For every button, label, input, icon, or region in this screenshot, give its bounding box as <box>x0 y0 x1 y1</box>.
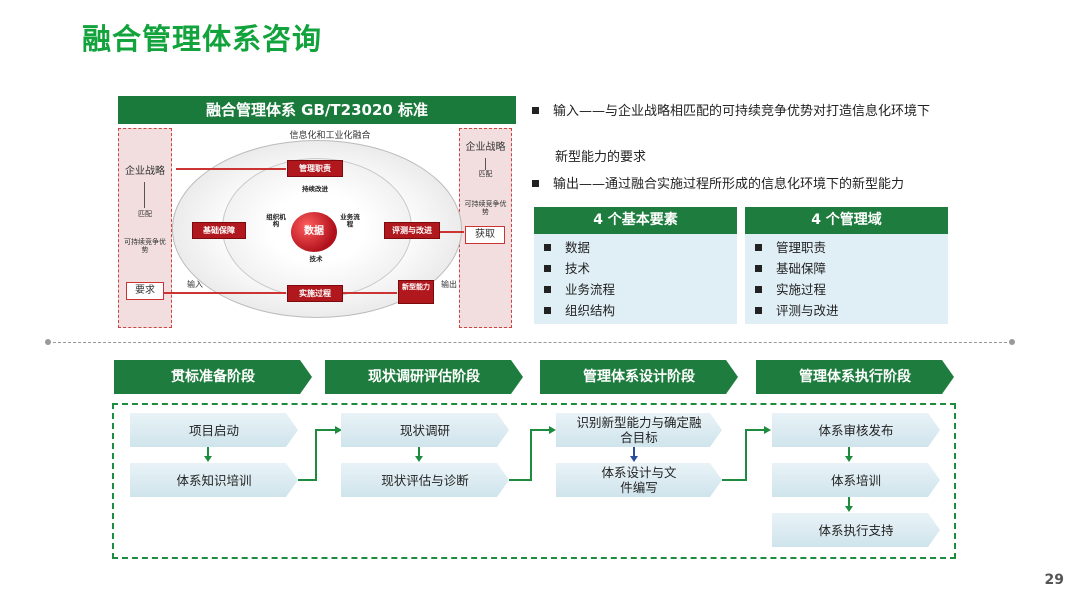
diagram-header: 融合管理体系 GB/T23020 标准 <box>118 96 516 124</box>
step-survey: 现状调研 <box>341 413 509 447</box>
connector <box>418 447 420 456</box>
bullet-1-cont: 新型能力的要求 <box>555 150 647 165</box>
step-identify-capability: 识别新型能力与确定融合目标 <box>556 413 722 447</box>
node-management: 管理职责 <box>287 160 343 177</box>
stage-1-header: 贯标准备阶段 <box>114 360 312 394</box>
connector <box>298 479 316 481</box>
node-new: 新型能力 <box>398 280 434 304</box>
left-panel-low: 可持续竞争优势 <box>124 238 166 255</box>
divider-dot-right <box>1009 339 1015 345</box>
right-panel-box: 获取 <box>465 226 505 244</box>
label-tech: 技术 <box>309 255 323 263</box>
arrow-input <box>164 292 286 294</box>
left-panel-box: 要求 <box>126 282 164 300</box>
bullet-square <box>532 180 539 187</box>
left-panel-top: 企业战略 <box>125 166 165 177</box>
left-panel-mid: 匹配 <box>138 210 152 218</box>
connector <box>745 429 747 481</box>
bullet-2: 输出——通过融合实施过程所形成的信息化环境下的新型能力 <box>532 173 904 192</box>
list-item: 实施过程 <box>755 279 826 298</box>
divider-dot-left <box>45 339 51 345</box>
connector <box>745 429 765 431</box>
connector <box>633 447 635 456</box>
connector <box>848 497 850 506</box>
label-continuous: 持续改进 <box>302 185 328 193</box>
connector <box>509 479 531 481</box>
label-org: 组织机构 <box>266 213 286 229</box>
connector <box>315 429 337 431</box>
right-panel-top: 企业战略 <box>465 142 506 153</box>
output-label: 输出 <box>441 280 457 289</box>
node-basic: 基础保障 <box>192 222 246 239</box>
arrow-down <box>845 456 853 462</box>
step-execution-support: 体系执行支持 <box>772 513 940 547</box>
step-system-design: 体系设计与文件编写 <box>556 463 722 497</box>
arrow-right <box>335 426 342 434</box>
right-up-arrow <box>485 158 486 170</box>
elements-box: 数据 技术 业务流程 组织结构 <box>534 234 737 324</box>
bullet-1: 输入——与企业战略相匹配的可持续竞争优势对打造信息化环境下 <box>532 100 930 119</box>
step-assessment: 现状评估与诊断 <box>341 463 509 497</box>
input-label: 输入 <box>187 280 203 289</box>
data-circle: 数据 <box>291 212 337 252</box>
right-panel-low: 可持续竞争优势 <box>464 200 507 217</box>
arrow-down <box>204 456 212 462</box>
list-item: 技术 <box>544 258 590 277</box>
domains-box: 管理职责 基础保障 实施过程 评测与改进 <box>745 234 948 324</box>
page-number: 29 <box>1044 572 1064 588</box>
list-item: 管理职责 <box>755 237 826 256</box>
domains-box-title: 4 个管理域 <box>745 207 948 234</box>
arrow-to-right-panel <box>440 231 464 233</box>
list-item: 评测与改进 <box>755 300 839 319</box>
right-panel-mid: 匹配 <box>478 170 493 178</box>
connector <box>315 429 317 481</box>
arrow-right <box>764 426 771 434</box>
node-eval: 评测与改进 <box>384 222 440 239</box>
stage-2-header: 现状调研评估阶段 <box>325 360 523 394</box>
list-item: 数据 <box>544 237 590 256</box>
bullet-square <box>532 107 539 114</box>
connector <box>848 447 850 456</box>
left-up-arrow <box>144 182 145 208</box>
node-impl: 实施过程 <box>287 285 343 302</box>
list-item: 基础保障 <box>755 258 826 277</box>
step-audit-release: 体系审核发布 <box>772 413 940 447</box>
arrow-right <box>549 426 556 434</box>
connector <box>207 447 209 456</box>
elements-box-title: 4 个基本要素 <box>534 207 737 234</box>
arrow-to-left-panel <box>176 168 286 170</box>
step-project-start: 项目启动 <box>130 413 298 447</box>
arrow-impl-new <box>343 292 397 294</box>
list-item: 业务流程 <box>544 279 615 298</box>
divider <box>48 342 1012 343</box>
connector <box>530 429 532 481</box>
arrow-down <box>630 456 638 462</box>
stage-3-header: 管理体系设计阶段 <box>540 360 738 394</box>
page-title: 融合管理体系咨询 <box>82 22 323 56</box>
step-system-training: 体系培训 <box>772 463 940 497</box>
stage-4-header: 管理体系执行阶段 <box>756 360 954 394</box>
label-biz: 业务流程 <box>340 213 360 229</box>
diagram-subtitle: 信息化和工业化融合 <box>289 131 371 141</box>
arrow-down <box>415 456 423 462</box>
connector <box>722 479 746 481</box>
connector <box>530 429 550 431</box>
step-knowledge-training: 体系知识培训 <box>130 463 298 497</box>
arrow-down <box>845 506 853 512</box>
list-item: 组织结构 <box>544 300 615 319</box>
process-frame <box>112 403 956 559</box>
